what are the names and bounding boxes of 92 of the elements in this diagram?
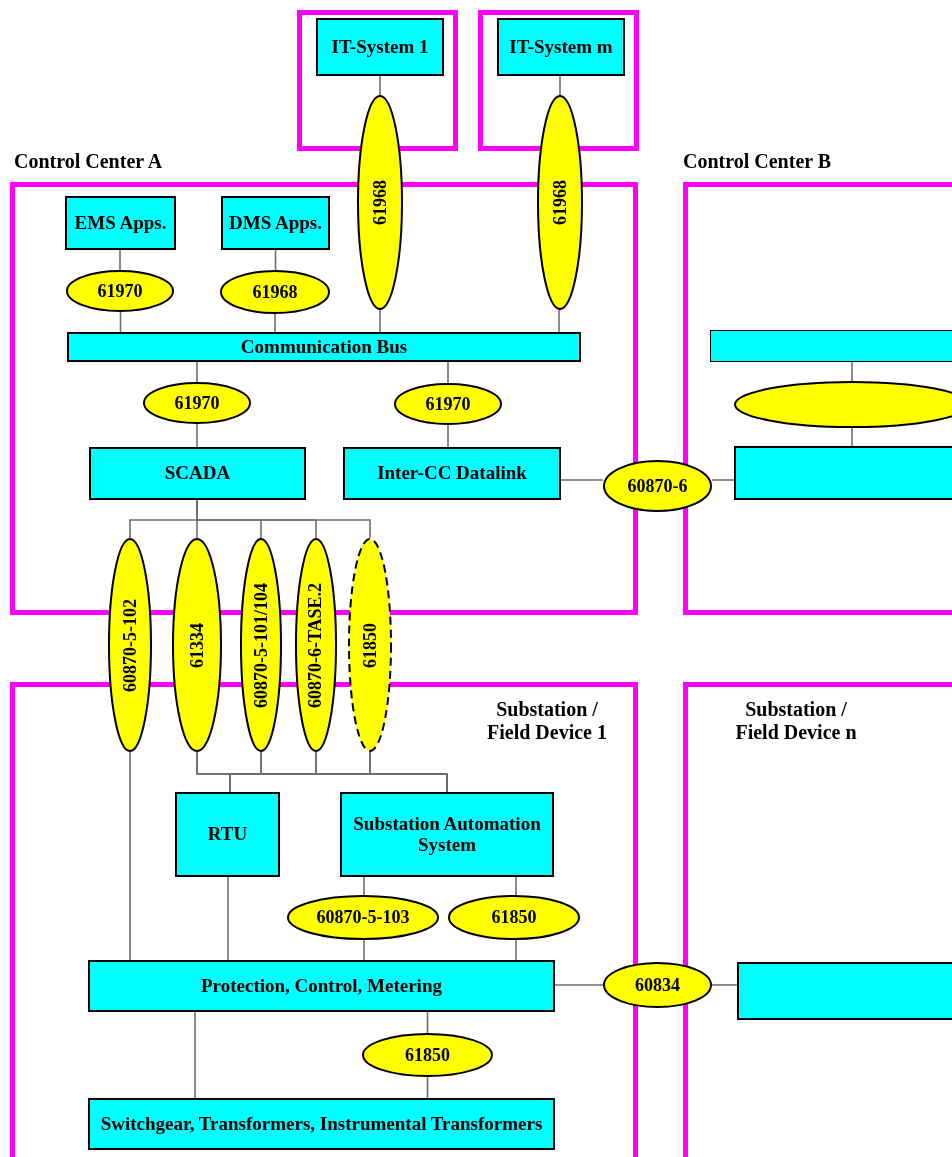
component-box [340,792,554,877]
group-frame [297,10,458,151]
group-heading: Control Center B [683,150,832,173]
protocol-ellipse [220,270,330,314]
component-label: IT-System m [509,36,613,58]
component-label: RTU [207,824,248,845]
connector-line [379,75,381,96]
component-box [316,18,444,76]
protocol-label: 61970 [425,393,471,415]
connector-line [447,361,449,384]
protocol-label: 61968 [549,180,571,225]
connector-line [711,984,738,986]
component-box [497,18,625,76]
protocol-ellipse [295,538,337,752]
group-heading: Substation / Field Device n [734,698,858,744]
component-box [737,962,952,1020]
protocol-ellipse [240,538,282,752]
component-label: Inter-CC Datalink [377,463,527,484]
component-label: EMS Apps. [74,212,167,234]
component-box [734,446,952,500]
component-box [88,960,555,1012]
component-box [343,447,561,500]
connector-line [554,984,604,986]
connector-line [129,751,131,961]
protocol-ellipse [348,538,392,752]
component-label: Communication Bus [240,336,408,358]
connector-line [515,876,517,896]
protocol-label: 61968 [369,180,391,225]
protocol-label: 60870-5-103 [316,907,410,928]
connector-line [558,309,560,333]
protocol-label: 60834 [635,974,680,996]
connector-line [379,309,381,333]
component-label: Protection, Control, Metering [201,975,442,997]
protocol-ellipse [603,460,712,512]
connector-line [363,876,365,896]
protocol-label: 61968 [252,281,298,303]
connector-line [559,75,561,96]
component-box [88,1098,555,1150]
protocol-ellipse [537,95,583,310]
connector-line [196,423,198,448]
connector-line [194,1011,196,1099]
protocol-ellipse [172,538,222,752]
protocol-label: 61970 [174,392,220,414]
connector-line [227,876,229,961]
protocol-ellipse [448,895,580,940]
protocol-ellipse [108,538,152,752]
protocol-ellipse [287,895,439,940]
component-box [89,447,306,500]
connector-line [851,427,853,447]
component-label: Substation Automation System [352,813,542,856]
component-label: IT-System 1 [331,36,429,58]
group-heading: Substation / Field Device 1 [486,698,608,744]
protocol-ellipse [603,962,712,1008]
protocol-ellipse [362,1033,493,1077]
connector-line [426,1011,429,1034]
component-label: Switchgear, Transformers, Instrumental Transformers [100,1113,543,1135]
bus-bar [710,330,952,362]
protocol-ellipse [357,95,403,310]
connector-line [274,249,277,271]
component-label: SCADA [164,463,231,484]
protocol-ellipse [66,270,174,312]
connector-line [426,1076,429,1099]
group-frame [683,682,952,1157]
connector-line [851,361,853,382]
protocol-label: 61850 [405,1044,450,1066]
connector-line [119,249,121,271]
component-box [221,196,330,250]
group-heading: Control Center A [14,150,163,173]
connector-line [274,313,276,333]
connector-line [369,751,448,793]
connector-line [447,424,449,448]
protocol-label: 61970 [97,280,143,302]
protocol-label: 60870-5-101/104 [250,582,272,708]
protocol-label: 61850 [491,907,537,928]
connector-line [515,939,517,961]
connector-line [560,479,604,481]
protocol-label: 61850 [359,622,381,668]
connector-line [711,479,735,481]
component-box [67,332,581,362]
component-label: DMS Apps. [229,212,322,234]
protocol-ellipse [143,382,251,424]
component-box [175,792,280,877]
group-frame [478,10,639,151]
connector-line [196,361,198,383]
protocol-label: 60870-6 [627,475,688,497]
protocol-label: 60870-5-102 [119,598,141,692]
protocol-label: 61334 [186,622,208,668]
connector-line [119,311,122,333]
component-box [65,196,176,250]
connector-line [363,939,365,961]
protocol-label: 60870-6-TASE.2 [305,582,327,708]
protocol-ellipse [394,383,502,425]
